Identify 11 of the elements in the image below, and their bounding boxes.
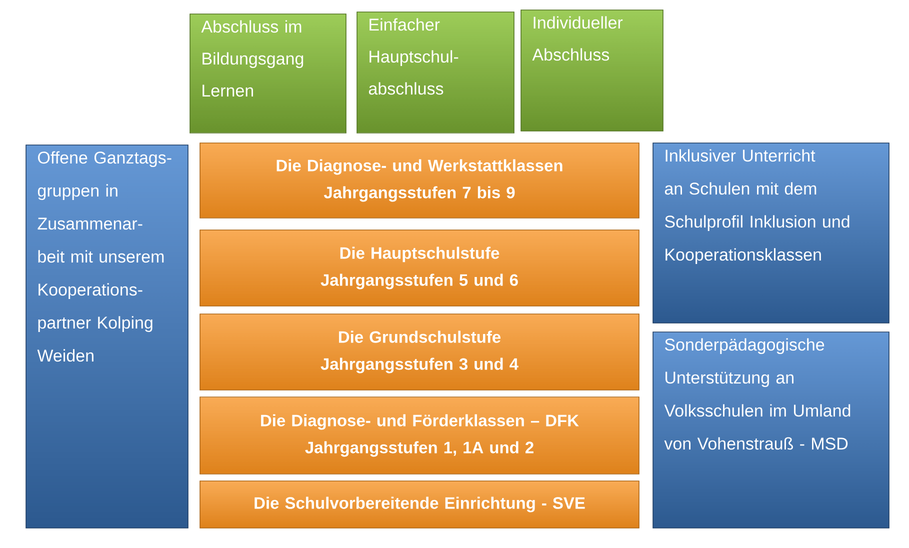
level-box: Die Diagnose- und Förderklassen – DFK Jahrgangsstufen 1, 1A und 2 bbox=[200, 396, 640, 474]
result-box: Individueller Abschluss bbox=[520, 10, 664, 132]
info-box: Sonderpädagogische Unterstützung an Volksschulen im Umland von Vohenstrauß - MSD bbox=[652, 332, 890, 528]
level-box: Die Grundschulstufe Jahrgangsstufen 3 und 4 bbox=[200, 314, 640, 390]
result-box: Abschluss im Bildungsgang Lernen bbox=[190, 14, 346, 134]
level-box: Die Hauptschulstufe Jahrgangsstufen 5 und 6 bbox=[200, 230, 640, 306]
level-box: Die Diagnose- und Werkstattklassen Jahrgangsstufen 7 bis 9 bbox=[200, 142, 640, 218]
info-box: Offene Ganztags- gruppen in Zusammenar- beit mit unserem Kooperations- partner Kolping Weiden bbox=[26, 144, 188, 528]
result-box: Einfacher Hauptschul- abschluss bbox=[356, 12, 514, 134]
level-box: Die Schulvorbereitende Einrichtung - SVE bbox=[200, 480, 640, 528]
info-box: Inklusiver Unterricht an Schulen mit dem Schulprofil Inklusion und Kooperationsklassen bbox=[652, 142, 890, 324]
